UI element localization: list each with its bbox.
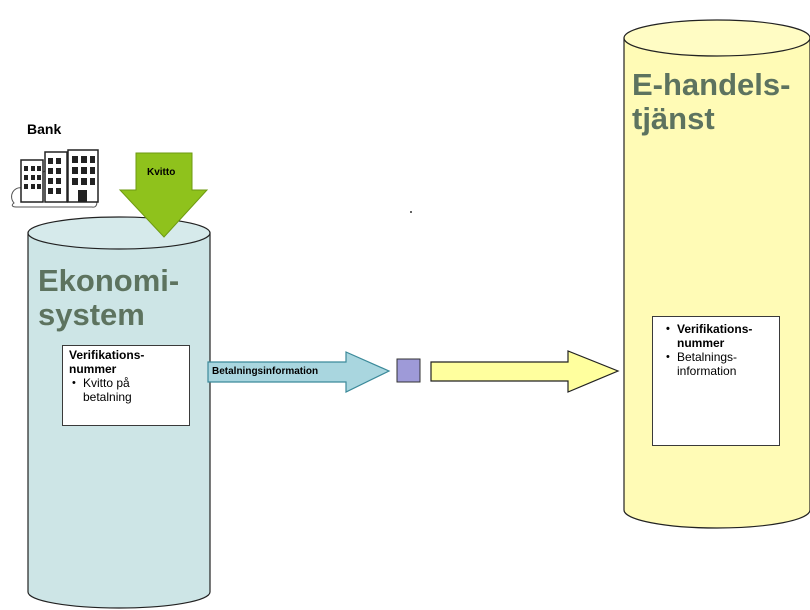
bank-label: Bank	[27, 121, 62, 137]
stray-dot	[410, 211, 412, 213]
list-item: Verifikations- nummer	[666, 322, 773, 350]
verifikationsnummer-heading-line2: nummer	[69, 362, 117, 376]
yellow-arrow	[430, 350, 620, 393]
ekonomisystem-title-line2: system	[38, 297, 145, 332]
ehandel-title: E-handels- tjänst	[632, 68, 790, 136]
ekonomisystem-title: Ekonomi- system	[38, 264, 179, 332]
bank-building-icon	[11, 149, 99, 208]
connector-square	[396, 358, 421, 383]
ehandel-title-line2: tjänst	[632, 101, 715, 136]
betalningsinformation-arrow	[207, 351, 391, 393]
item-line: Kvitto på	[83, 376, 130, 390]
item-line: Betalnings-	[677, 350, 738, 364]
ehandel-item-list: Verifikations- nummer Betalnings- inform…	[663, 322, 773, 378]
kvitto-label: Kvitto	[147, 167, 176, 178]
ehandel-title-line1: E-handels-	[632, 67, 791, 102]
item-line: nummer	[677, 336, 725, 350]
verifikationsnummer-heading-line1: Verifikations-	[69, 348, 145, 362]
ekonomisystem-title-line1: Ekonomi-	[38, 263, 180, 298]
ekonomisystem-item-list: Kvitto på betalning	[69, 376, 183, 404]
ekonomisystem-info-box: Verifikations- nummer Kvitto på betalnin…	[62, 345, 190, 426]
betalningsinformation-label: Betalningsinformation	[212, 366, 319, 377]
item-line: betalning	[83, 390, 132, 404]
list-item: Betalnings- information	[666, 350, 773, 378]
list-item: Kvitto på betalning	[72, 376, 183, 404]
item-line: information	[677, 364, 737, 378]
ehandel-info-box: Verifikations- nummer Betalnings- inform…	[652, 316, 780, 446]
kvitto-arrow	[118, 152, 209, 238]
item-line: Verifikations-	[677, 322, 753, 336]
